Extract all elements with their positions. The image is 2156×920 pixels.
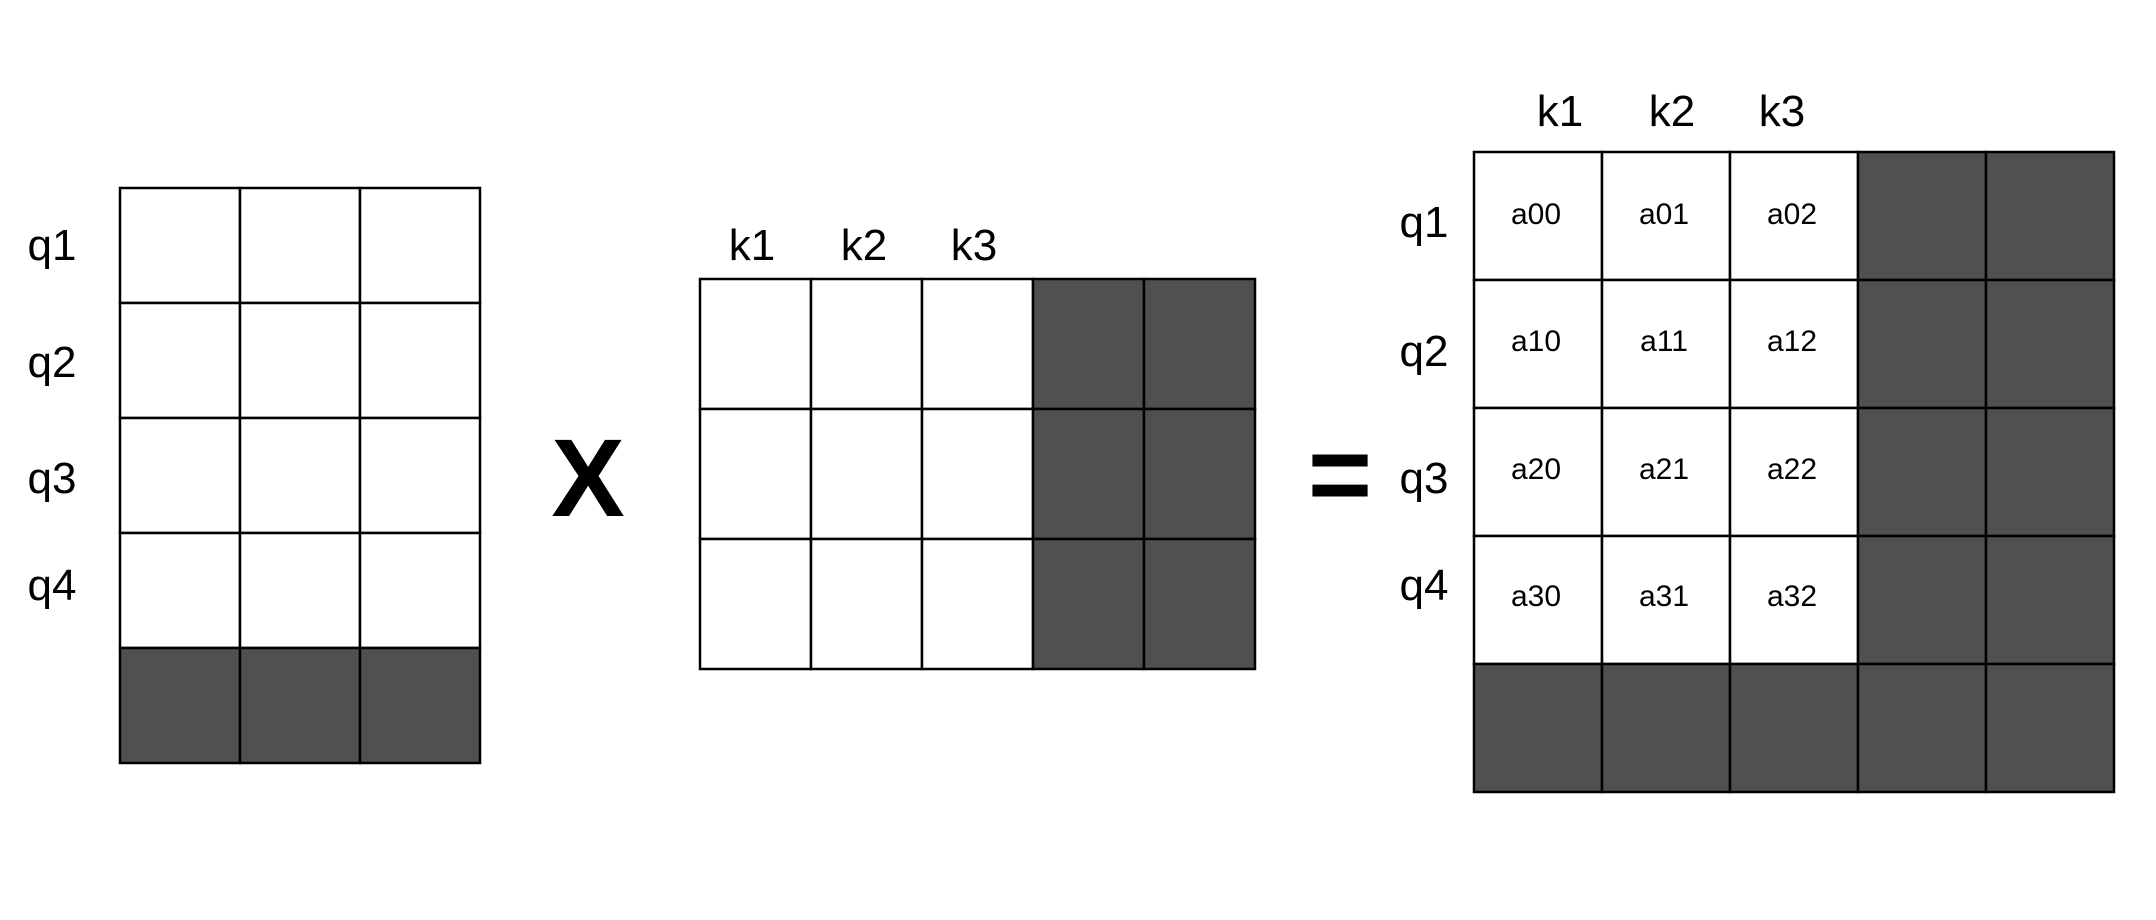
matrix-cell [118,186,242,305]
result-cell-label: a10 [1511,325,1561,358]
masked-cell [1984,150,2116,282]
multiply-operator: X [551,417,624,540]
matrix-cell [358,301,482,420]
matrix-cell [358,186,482,305]
matrix-cell [1472,278,1604,410]
k2-column-label: k2 [841,221,887,270]
result-cell-label: a01 [1639,198,1689,231]
matrix-cell [698,537,813,671]
q2-row-label: q2 [1400,327,1449,376]
masked-cell [1984,278,2116,410]
matrix-cell [920,277,1035,411]
masked-cell [1856,150,1988,282]
matrix-cell [1472,150,1604,282]
matrix-cell [118,416,242,535]
matrix-cell [1472,534,1604,666]
matrix-cell [1600,534,1732,666]
q3-row-label: q3 [28,454,77,503]
masked-cell [1856,278,1988,410]
q2-row-label: q2 [28,338,77,387]
result-cell-label: a11 [1640,325,1688,358]
matrix-cell [118,301,242,420]
q1-row-label: q1 [28,221,77,270]
masked-cell [1856,406,1988,538]
masked-cell [238,646,362,765]
matrix-cell [809,537,924,671]
masked-cell [1142,277,1257,411]
matrix-cell [1728,150,1860,282]
k3-column-label: k3 [951,221,997,270]
equals-operator: = [1308,413,1372,536]
k1-column-label: k1 [729,221,775,270]
matrix-cell [920,407,1035,541]
masked-cell [1142,407,1257,541]
result-cell-label: a21 [1639,453,1689,486]
k1-column-label: k1 [1537,87,1583,136]
masked-cell [1984,534,2116,666]
query-matrix [118,186,482,765]
result-cell-label: a20 [1511,453,1561,486]
masked-cell [1142,537,1257,671]
matrix-cell [238,186,362,305]
matrix-cell [118,531,242,650]
masked-cell [1031,537,1146,671]
score-matrix [1472,150,2116,794]
q3-row-label: q3 [1400,454,1449,503]
key-matrix [698,277,1257,671]
masked-cell [1984,662,2116,794]
matrix-cell [698,407,813,541]
matrix-cell [1600,150,1732,282]
masked-cell [1031,277,1146,411]
masked-cell [118,646,242,765]
matrix-cell [920,537,1035,671]
matrix-cell [1728,278,1860,410]
masked-cell [1031,407,1146,541]
result-cell-label: a00 [1511,198,1561,231]
result-cell-label: a31 [1639,580,1689,613]
matrix-cell [809,277,924,411]
result-cell-label: a30 [1511,580,1561,613]
masked-cell [1856,662,1988,794]
matrix-cell [1728,534,1860,666]
result-cell-label: a02 [1767,198,1817,231]
masked-cell [1600,662,1732,794]
q4-row-label: q4 [28,561,77,610]
k3-column-label: k3 [1759,87,1805,136]
result-cell-label: a12 [1767,325,1817,358]
masked-cell [1472,662,1604,794]
matrix-cell [358,531,482,650]
result-cell-label: a32 [1767,580,1817,613]
matrix-cell [238,301,362,420]
q1-row-label: q1 [1400,198,1449,247]
matrix-cell [809,407,924,541]
masked-cell [1728,662,1860,794]
masked-cell [1856,534,1988,666]
q4-row-label: q4 [1400,561,1449,610]
masked-cell [358,646,482,765]
matrix-cell [1600,406,1732,538]
masked-cell [1984,406,2116,538]
matrix-cell [698,277,813,411]
result-cell-label: a22 [1767,453,1817,486]
k2-column-label: k2 [1649,87,1695,136]
matrix-cell [358,416,482,535]
matrix-cell [238,416,362,535]
matrix-cell [238,531,362,650]
